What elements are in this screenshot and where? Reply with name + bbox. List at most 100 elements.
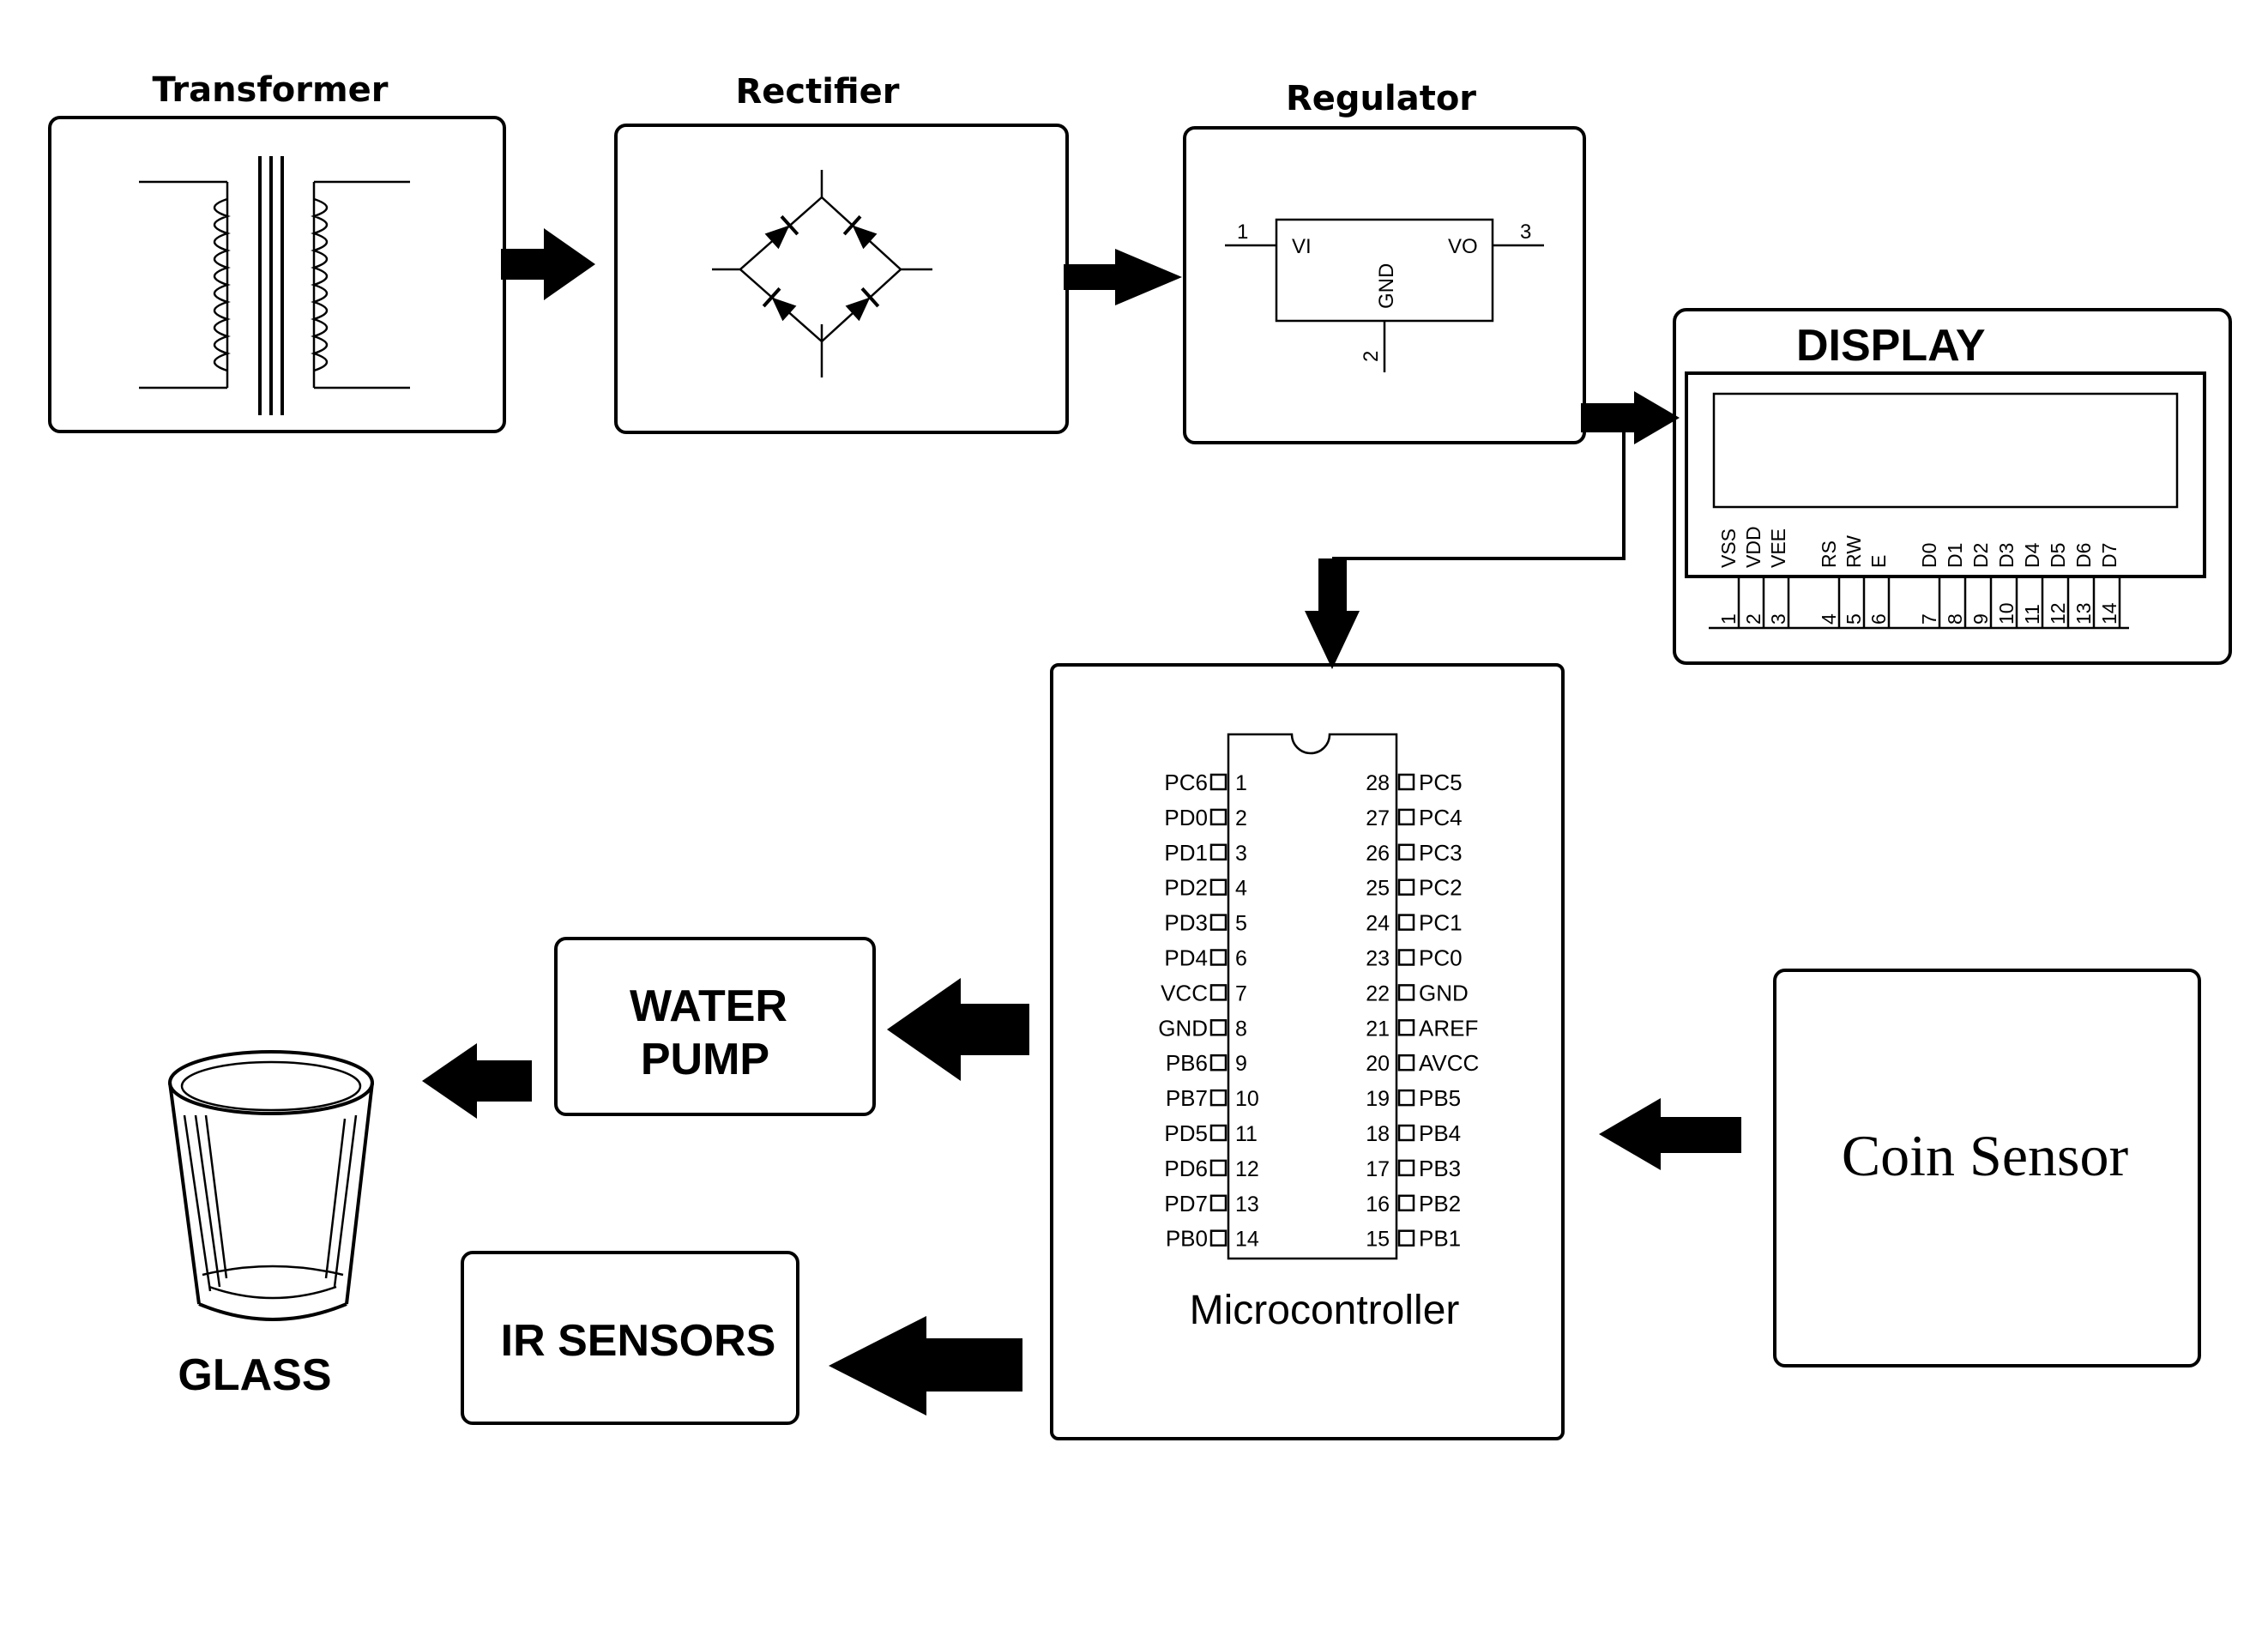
wire-regulator-to-mcu bbox=[1332, 419, 1626, 560]
regulator-pin-3: 3 bbox=[1520, 220, 1531, 244]
ir-sensors-label: IR SENSORS bbox=[501, 1316, 776, 1366]
mcu-pin-number: 7 bbox=[1235, 981, 1247, 1005]
mcu-pin-number: 13 bbox=[1235, 1192, 1259, 1216]
mcu-pin-number: 22 bbox=[1366, 981, 1390, 1005]
regulator-vi-label: VI bbox=[1292, 235, 1312, 258]
mcu-pin-name: PC4 bbox=[1419, 805, 1463, 830]
lcd-pin-name: D4 bbox=[2021, 542, 2043, 568]
mcu-pin-pad bbox=[1209, 843, 1227, 861]
mcu-pin-name: VCC bbox=[1161, 980, 1208, 1005]
lcd-pin-name: D3 bbox=[1995, 543, 2018, 568]
microcontroller-box bbox=[1050, 663, 1565, 1440]
lcd-pin-name: RS bbox=[1818, 540, 1840, 568]
water-pump-block: WATER PUMP bbox=[554, 937, 876, 1116]
ir-sensors-box bbox=[461, 1251, 799, 1425]
lcd-pin-name: VSS bbox=[1717, 528, 1740, 568]
mcu-pin-pad bbox=[1397, 1194, 1415, 1212]
mcu-pin-pad bbox=[1397, 1124, 1415, 1142]
regulator-pin-2: 2 bbox=[1360, 351, 1383, 362]
mcu-pin-number: 4 bbox=[1235, 877, 1247, 901]
mcu-pin-pad bbox=[1397, 984, 1415, 1001]
mcu-pin-number: 28 bbox=[1366, 771, 1390, 795]
mcu-pin-pad bbox=[1209, 1194, 1227, 1212]
lcd-pin-rw: RW5 bbox=[1843, 535, 1866, 628]
arrow-mcu-to-ir-sensors bbox=[829, 1316, 1022, 1416]
lcd-pin-name: D5 bbox=[2047, 543, 2069, 568]
mcu-pin-name: GND bbox=[1158, 1015, 1208, 1041]
regulator-block: Regulator VI VO GND 1 3 2 bbox=[1183, 79, 1586, 444]
water-pump-label-line2: PUMP bbox=[641, 1035, 769, 1084]
mcu-pin-name: AVCC bbox=[1419, 1050, 1479, 1076]
mcu-pin-name: PD6 bbox=[1164, 1156, 1208, 1181]
lcd-pin-d7: D7 14 bbox=[2098, 543, 2121, 628]
lcd-pin-name: D7 bbox=[2098, 543, 2120, 568]
lcd-pin-name: VEE bbox=[1767, 528, 1789, 568]
water-pump-box bbox=[554, 937, 876, 1116]
mcu-pin-pad bbox=[1209, 1089, 1227, 1107]
regulator-pin-1: 1 bbox=[1237, 220, 1248, 244]
arrow-regulator-to-mcu bbox=[1305, 558, 1360, 669]
mcu-pin-name: PC3 bbox=[1419, 840, 1463, 866]
lcd-pin-name: D0 bbox=[1918, 543, 1940, 568]
mcu-pin-pad bbox=[1397, 1089, 1415, 1107]
mcu-pin-7: VCC 7 bbox=[1161, 980, 1247, 1005]
lcd-pin-number: 14 bbox=[2098, 602, 2120, 625]
coin-sensor-box bbox=[1773, 969, 2201, 1367]
mcu-pin-pad bbox=[1209, 1053, 1227, 1072]
display-title: DISPLAY bbox=[1796, 321, 1986, 371]
ir-sensors-block: IR SENSORS bbox=[461, 1251, 799, 1425]
mcu-pin-number: 23 bbox=[1366, 947, 1390, 971]
mcu-pin-name: PD0 bbox=[1164, 805, 1208, 830]
arrow-rectifier-to-regulator bbox=[1064, 249, 1182, 305]
mcu-pin-number: 1 bbox=[1235, 771, 1247, 795]
mcu-pin-number: 16 bbox=[1366, 1192, 1390, 1216]
lcd-pin-name: D1 bbox=[1944, 543, 1966, 568]
mcu-pin-number: 11 bbox=[1235, 1122, 1258, 1146]
arrow-coin-sensor-to-mcu bbox=[1599, 1098, 1741, 1170]
rectifier-box bbox=[614, 124, 1069, 434]
mcu-pin-name: PD1 bbox=[1164, 840, 1208, 866]
lcd-pin-number: 1 bbox=[1717, 613, 1740, 625]
mcu-pin-name: PB6 bbox=[1166, 1050, 1208, 1076]
mcu-pin-number: 12 bbox=[1235, 1157, 1259, 1181]
mcu-pin-pad bbox=[1397, 773, 1415, 791]
lcd-pin-d0: D07 bbox=[1918, 543, 1941, 628]
mcu-pin-pad bbox=[1397, 949, 1415, 966]
mcu-pin-pad bbox=[1209, 878, 1227, 896]
arrow-mcu-to-water-pump bbox=[887, 978, 1029, 1081]
mcu-pin-name: AREF bbox=[1419, 1015, 1478, 1041]
mcu-pin-name: PD7 bbox=[1164, 1191, 1208, 1216]
lcd-pin-number: 11 bbox=[2021, 604, 2043, 625]
lcd-outline bbox=[1685, 371, 2206, 578]
arrow-water-pump-to-glass bbox=[422, 1043, 532, 1119]
lcd-pin-header: VSS1VDD2VEE3RS4RW5E6D07D18D29D310D411D51… bbox=[1717, 526, 2121, 628]
mcu-pin-number: 25 bbox=[1366, 877, 1390, 901]
mcu-pin-pad bbox=[1209, 914, 1227, 931]
lcd-pin-d2: D29 bbox=[1969, 543, 1993, 628]
mcu-pin-pad bbox=[1209, 808, 1227, 826]
mcu-pin-13: PD7 13 bbox=[1164, 1191, 1258, 1216]
microcontroller-label: Microcontroller bbox=[1190, 1288, 1460, 1333]
mcu-pin-number: 3 bbox=[1235, 842, 1247, 866]
